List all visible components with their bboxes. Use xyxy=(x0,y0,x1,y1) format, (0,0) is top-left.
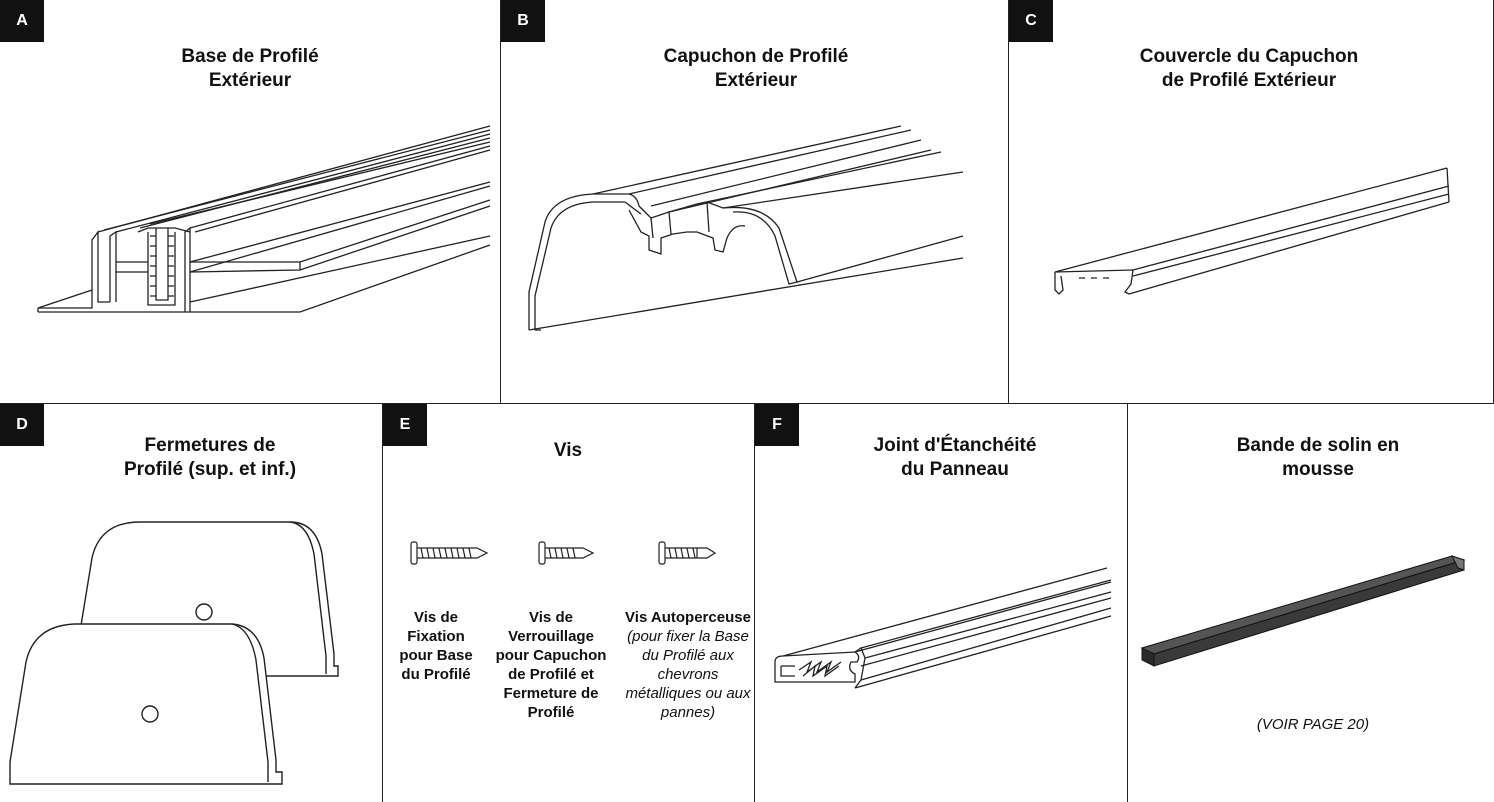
see-page-note: (VOIR PAGE 20) xyxy=(1256,716,1370,733)
panel-a: A Base de Profilé Extérieur xyxy=(0,0,501,404)
panel-b: B Capuchon de Profilé Extérieur xyxy=(501,0,1009,404)
screw-caption-3: Vis Autoperceuse (pour fixer la Base du … xyxy=(625,609,751,721)
screws-illustration xyxy=(410,541,755,565)
panel-b-title: Capuchon de Profilé Extérieur xyxy=(663,46,849,91)
panel-gasket-illustration xyxy=(755,404,1128,802)
panel-f-badge: F xyxy=(755,404,799,446)
panel-c: C Couvercle du Capuchon de Profilé Extér… xyxy=(1009,0,1494,404)
panel-d: D Fermetures de Profilé (sup. et inf.) xyxy=(0,404,383,802)
profile-base-illustration xyxy=(0,0,500,404)
panel-e-badge: E xyxy=(383,404,427,446)
panel-a-title: Base de Profilé Extérieur xyxy=(181,46,319,91)
locking-screw-icon xyxy=(538,541,593,565)
panel-c-badge: C xyxy=(1009,0,1053,42)
panel-f-title: Joint d'Étanchéité du Panneau xyxy=(873,435,1037,480)
panel-b-badge: B xyxy=(501,0,545,42)
panel-d-badge: D xyxy=(0,404,44,446)
mounting-screw-icon xyxy=(410,541,487,565)
profile-cap-illustration xyxy=(501,0,1009,404)
screw-caption-1: Vis de Fixation pour Base du Profilé xyxy=(399,609,473,683)
profile-closures-illustration xyxy=(0,404,383,802)
screw-caption-2: Vis de Verrouillage pour Capuchon de Pro… xyxy=(495,609,607,721)
foam-strip-illustration xyxy=(1128,404,1494,704)
panel-g-title: Bande de solin en mousse xyxy=(1236,435,1400,480)
panel-e-title: Vis xyxy=(553,440,583,461)
panel-g: Bande de solin en mousse (VOIR PAGE 20) xyxy=(1128,404,1494,802)
self-drilling-screw-icon xyxy=(658,541,715,565)
profile-cap-cover-illustration xyxy=(1009,0,1494,404)
panel-f: F Joint d'Étanchéité du Panneau xyxy=(755,404,1128,802)
panel-c-title: Couvercle du Capuchon de Profilé Extérie… xyxy=(1139,46,1359,91)
panel-a-badge: A xyxy=(0,0,44,42)
panel-d-title: Fermetures de Profilé (sup. et inf.) xyxy=(123,435,297,480)
panel-e: E Vis xyxy=(383,404,755,802)
